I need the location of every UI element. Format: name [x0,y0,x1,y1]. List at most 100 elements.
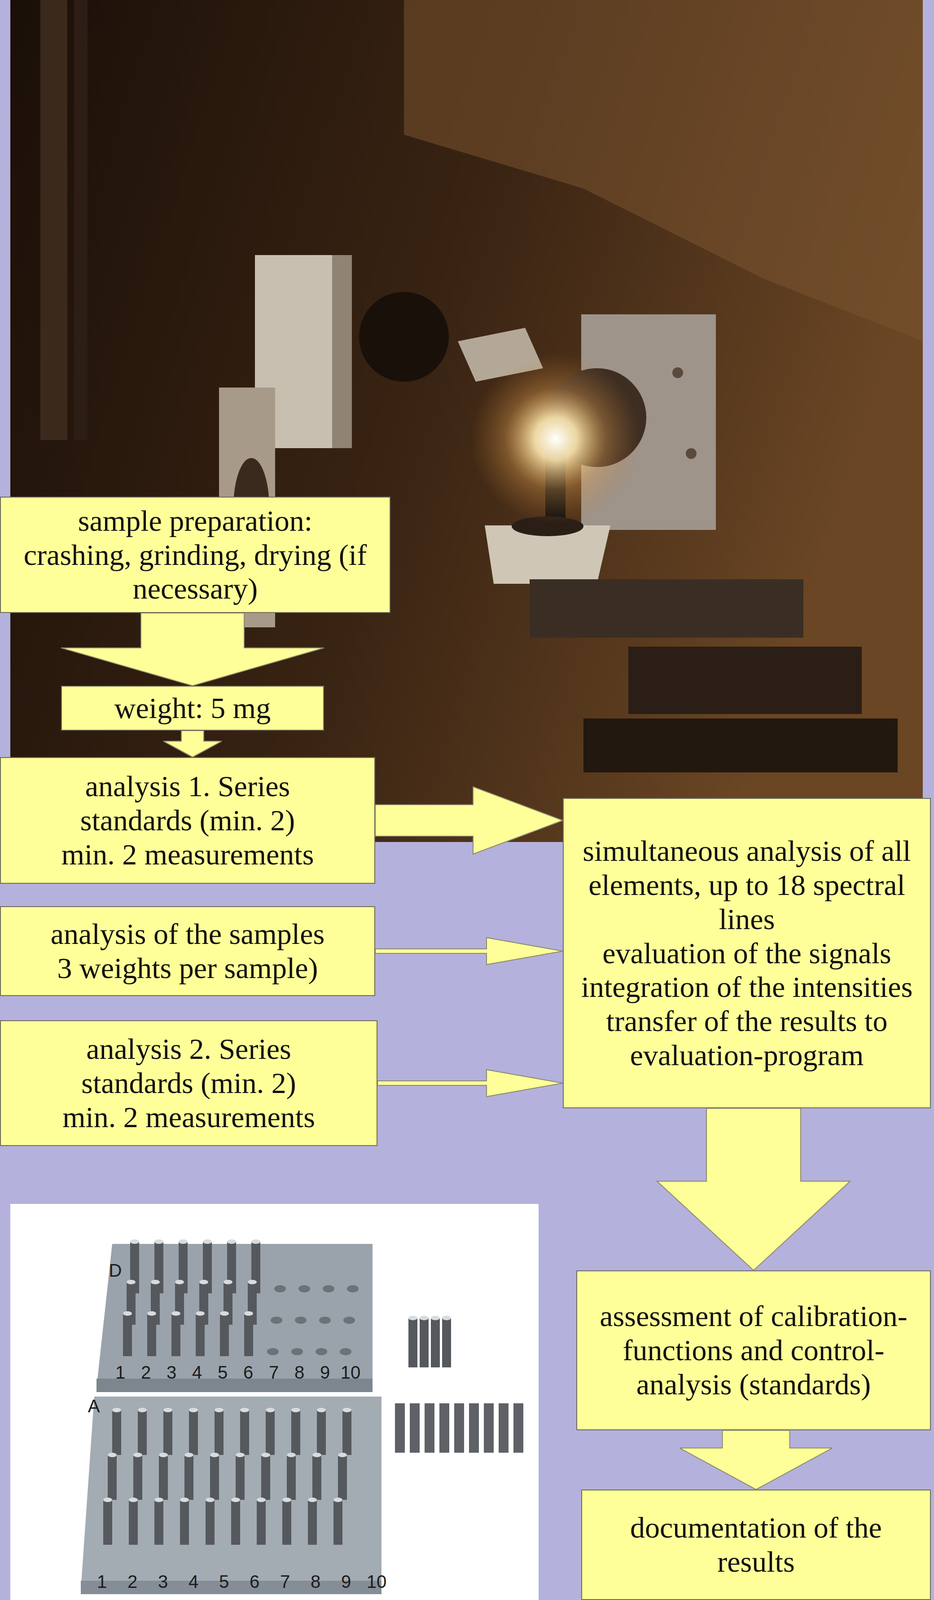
rack-label: 6 [249,1570,260,1592]
peg-top [307,1496,317,1502]
box-text: transfer of the results to evaluation-pr… [571,1003,922,1072]
electrode-peg [408,1317,418,1367]
peg-top [235,1451,245,1457]
rack-label: A [87,1395,101,1416]
peg-top [286,1451,296,1457]
box-text: analysis 1. Series [8,768,367,803]
peg-top [240,1407,250,1412]
peg-top [227,1238,237,1244]
peg-hole [294,1315,307,1324]
peg-top [205,1496,215,1502]
peg-top [219,1310,229,1316]
electrode-peg [419,1317,429,1367]
electrode-peg [240,1409,250,1455]
electrode-peg [256,1499,266,1544]
box-text: documentation of the results [590,1509,922,1579]
peg-top [244,1310,254,1316]
peg-top [202,1238,212,1244]
block-arrow [679,1429,833,1489]
peg-hole [291,1347,303,1355]
electrode-peg [147,1312,157,1356]
rack-label: 9 [341,1570,351,1592]
electrode-peg [188,1409,198,1455]
peg-top [126,1279,136,1284]
box-text: assessment of calibration-functions and … [585,1298,922,1401]
electrode-peg [337,1454,347,1500]
peg-top [282,1496,292,1502]
loose-peg [454,1402,465,1452]
electrode-peg [163,1409,173,1455]
rack-label: 10 [340,1361,361,1382]
electrode-peg [210,1454,220,1500]
peg-top [247,1279,257,1284]
rack-label: 10 [366,1570,387,1592]
rack-label: 8 [310,1570,321,1592]
electrode-peg [184,1454,194,1500]
box-text: analysis 2. Series [8,1031,369,1066]
process-box: documentation of the results [581,1488,931,1600]
peg-top [442,1315,452,1320]
peg-top [195,1310,205,1316]
rack-label: 1 [115,1361,126,1382]
peg-top [210,1451,220,1457]
electrode-peg [133,1454,143,1500]
electrode-peg [244,1312,254,1356]
peg-top [337,1451,347,1457]
electrode-peg [112,1409,122,1455]
rack-label: 3 [166,1361,177,1382]
peg-top [171,1310,181,1316]
peg-top [430,1315,440,1320]
peg-top [107,1451,117,1457]
block-arrow [163,730,222,757]
electrode-peg [231,1499,241,1544]
box-text: simultaneous analysis of all elements, u… [571,833,922,936]
rack-label: 7 [280,1570,290,1592]
electrode-peg [291,1409,301,1455]
electrode-peg [307,1499,317,1544]
rack-label: 2 [127,1570,138,1592]
rack-label: 9 [320,1361,330,1382]
peg-top [178,1238,188,1244]
peg-top [179,1496,189,1502]
electrode-peg [219,1312,229,1356]
loose-peg [439,1402,450,1452]
photo-scene [10,0,923,842]
peg-top [342,1407,352,1412]
peg-top [419,1315,429,1320]
electrode-peg [171,1312,181,1356]
peg-top [122,1310,132,1316]
box-text: analysis of the samples [8,916,367,951]
peg-top [147,1310,157,1316]
loose-peg [469,1402,479,1452]
electrode-peg [282,1499,292,1544]
peg-hole [343,1315,356,1324]
electrode-peg [128,1499,138,1544]
electrode-peg [235,1454,245,1500]
peg-top [251,1238,261,1244]
peg-top [128,1496,138,1502]
peg-top [256,1496,266,1502]
peg-top [154,1238,164,1244]
box-text: weight: 5 mg [70,690,316,725]
rack-label: 1 [96,1570,107,1592]
electrode-peg [195,1312,205,1356]
box-text: standards (min. 2) [8,1065,369,1100]
peg-top [265,1407,275,1412]
peg-top [184,1451,194,1457]
box-text: 3 weights per sample) [8,950,367,985]
electrode-peg [103,1499,113,1544]
box-text: evaluation of the signals [571,935,922,970]
peg-top [112,1407,122,1412]
peg-top [316,1407,326,1412]
peg-hole [315,1347,328,1355]
process-box: weight: 5 mg [61,685,325,731]
peg-top [261,1451,271,1457]
rack-label: 2 [140,1361,151,1382]
peg-top [154,1496,164,1502]
peg-hole [319,1315,331,1324]
electrode-peg [154,1499,164,1544]
peg-hole [270,1315,283,1324]
electrode-peg [261,1454,271,1500]
loose-peg [394,1402,405,1452]
